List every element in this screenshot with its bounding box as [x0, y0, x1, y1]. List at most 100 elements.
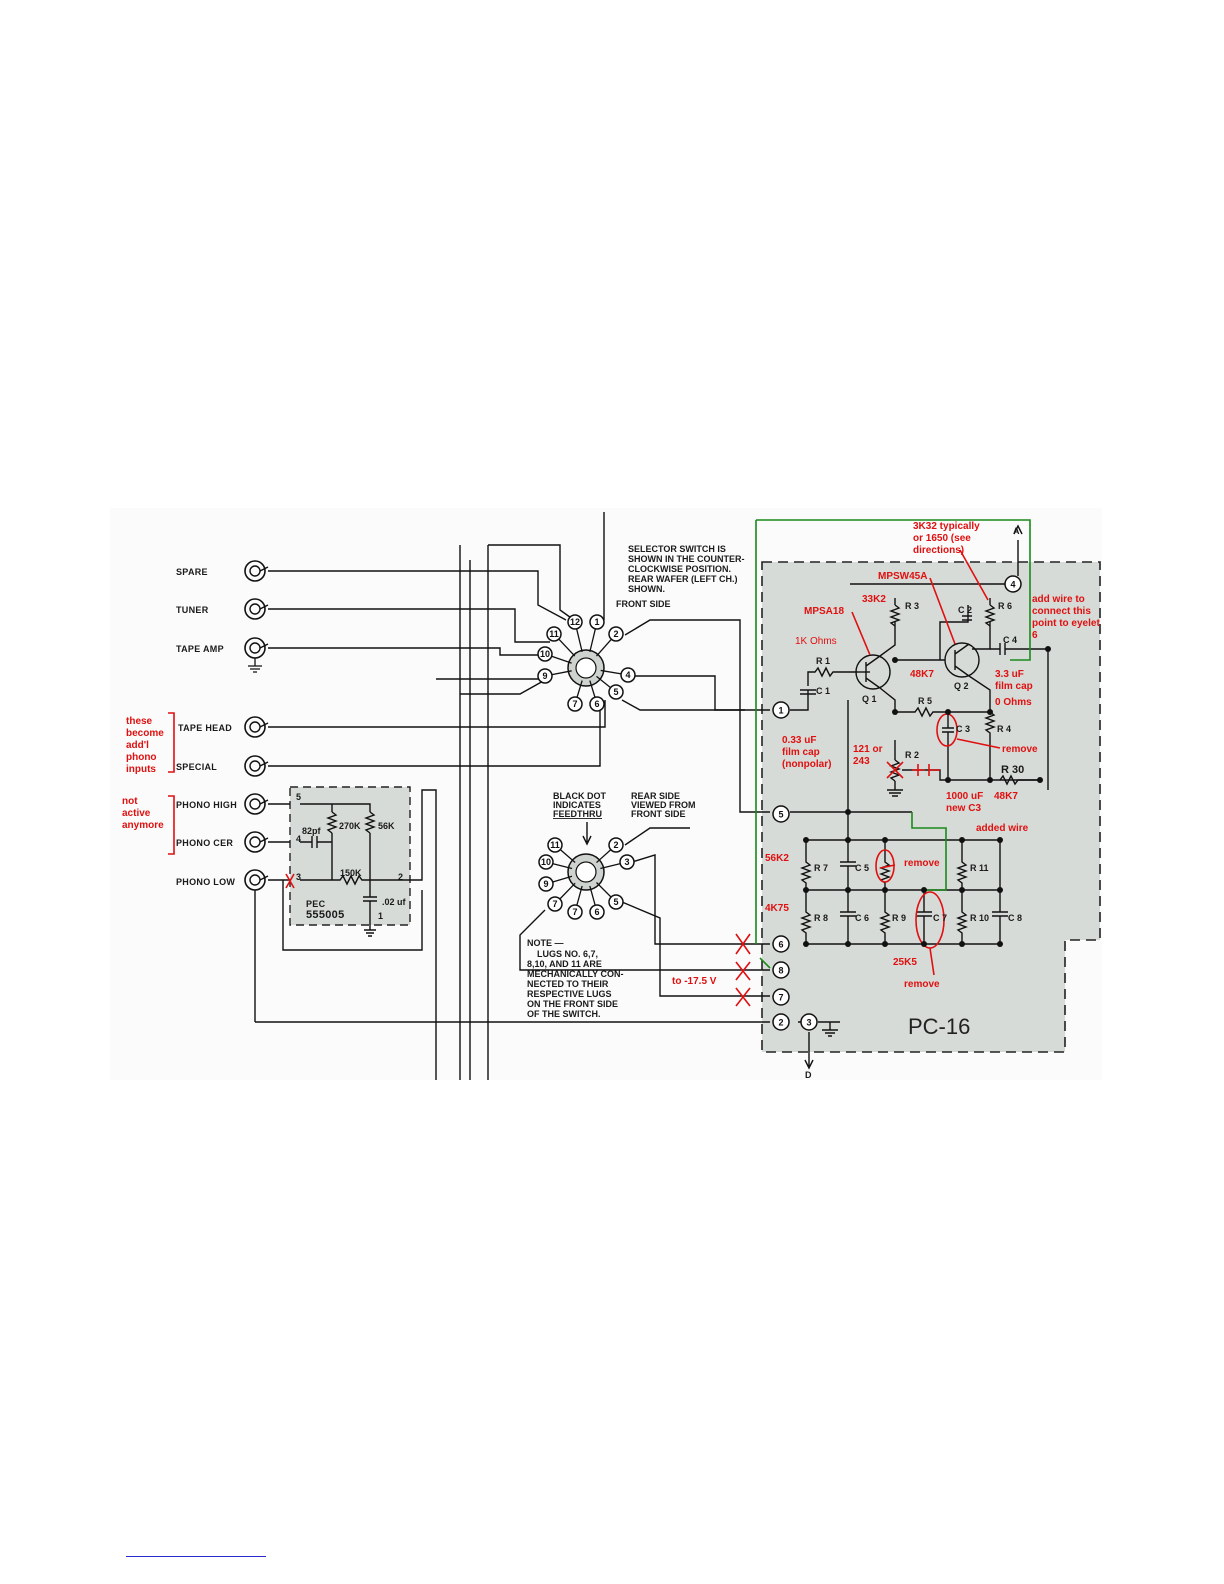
switch-lug: 10	[537, 646, 572, 664]
input-jack	[244, 831, 269, 853]
part-q2: Q 2	[954, 681, 969, 691]
black-dot-line-1: BLACK DOT	[553, 791, 606, 801]
pc16-board-area	[761, 561, 1101, 1053]
input-jack	[244, 716, 269, 738]
r6-value-line-2: or 1650 (see	[913, 533, 971, 544]
switch-lug-number: 1	[594, 617, 599, 627]
board-eyelet-number: 5	[778, 810, 783, 820]
pec-network-box	[289, 786, 411, 926]
r4-value: 0 Ohms	[995, 697, 1032, 708]
rear-side-line-1: REAR SIDE	[631, 791, 680, 801]
pec-pin-2: 2	[398, 872, 403, 882]
board-eyelet: 7	[772, 988, 790, 1006]
switch-lug: 12	[567, 614, 583, 653]
switch-lug: 7	[547, 882, 576, 912]
board-eyelet: 2	[772, 1013, 790, 1031]
pec-pin-3: 3	[296, 872, 301, 882]
pec-internal-wiring	[300, 803, 410, 937]
c1-value-line-1: 0.33 uF	[782, 735, 816, 746]
input-jack	[244, 637, 269, 673]
r7-value: 56K2	[765, 853, 789, 864]
switch-lug-number: 10	[540, 649, 550, 659]
lugs-note-line-7: ON THE FRONT SIDE	[527, 999, 618, 1009]
switch-lug-number: 2	[613, 840, 618, 850]
input-labels: SPARE TUNER TAPE AMP TAPE HEAD SPECIAL P…	[176, 567, 237, 887]
pec-150k: 150K	[340, 868, 362, 878]
input-label-phono-high: PHONO HIGH	[176, 800, 237, 810]
switch-lug-number: 2	[613, 629, 618, 639]
switch-lug: 7	[567, 885, 583, 920]
pec-part: PEC	[306, 899, 326, 909]
switch-lug: 2	[596, 837, 624, 864]
pec-82pf: 82pf	[302, 826, 322, 836]
board-eyelet-number: 3	[806, 1018, 811, 1028]
switch-lug-number: 7	[552, 899, 557, 909]
remove-c3: remove	[1002, 744, 1038, 755]
pec-number: 555005	[306, 909, 345, 921]
footer-link-underline[interactable]	[126, 1556, 266, 1557]
selector-note-line-1: SELECTOR SWITCH IS	[628, 544, 726, 554]
part-q1: Q 1	[862, 694, 877, 704]
add-wire-line-2: connect this	[1032, 606, 1091, 617]
switch-lug-number: 12	[570, 617, 580, 627]
r2-value-line-2: 243	[853, 756, 870, 767]
r8-value: 4K75	[765, 903, 789, 914]
r30-value: 48K7	[994, 791, 1018, 802]
part-c6: C 6	[855, 913, 869, 923]
part-c3: C 3	[956, 724, 970, 734]
phono-note-line-5: inputs	[126, 764, 156, 775]
board-eyelet-number: 6	[778, 940, 783, 950]
remove-c5: remove	[904, 858, 940, 869]
part-r3: R 3	[905, 601, 919, 611]
junction-dots	[803, 646, 1051, 947]
board-eyelet: 4	[1004, 575, 1022, 593]
input-label-phono-low: PHONO LOW	[176, 877, 235, 887]
switch-lug-number: 6	[594, 699, 599, 709]
board-eyelet: 3	[800, 1013, 818, 1031]
part-r8: R 8	[814, 913, 828, 923]
part-c4: C 4	[1003, 635, 1017, 645]
pec-pin-5: 5	[296, 792, 301, 802]
switch-lug: 6	[589, 885, 605, 920]
switch-lug: 3	[600, 854, 635, 870]
part-r2: R 2	[905, 750, 919, 760]
lugs-note-line-6: RESPECTIVE LUGS	[527, 989, 612, 999]
pec-270k: 270K	[339, 821, 361, 831]
input-jacks	[244, 560, 269, 891]
lugs-note-line-1: NOTE —	[527, 938, 564, 948]
c4-value-line-1: 3.3 uF	[995, 669, 1024, 680]
switch-lug-number: 5	[613, 687, 618, 697]
switch-lug: 9	[538, 875, 573, 892]
input-label-tape-head: TAPE HEAD	[178, 723, 232, 733]
part-r6: R 6	[998, 601, 1012, 611]
black-dot-line-2: INDICATES	[553, 800, 601, 810]
switch-lug: 2	[596, 626, 624, 657]
switch-lug: 4	[600, 667, 636, 683]
switch-lug-number: 11	[549, 629, 559, 639]
input-label-phono-cer: PHONO CER	[176, 838, 233, 848]
lugs-note-line-3: 8,10, AND 11 ARE	[527, 959, 602, 969]
lugs-note-line-8: OF THE SWITCH.	[527, 1009, 601, 1019]
input-label-spare: SPARE	[176, 567, 208, 577]
switch-lug-number: 3	[624, 857, 629, 867]
board-eyelet: 5	[772, 805, 790, 823]
input-jack	[244, 755, 269, 777]
board-eyelet: 6	[772, 935, 790, 953]
feedthru-note: BLACK DOT INDICATES FEEDTHRU REAR SIDE V…	[553, 791, 696, 846]
add-wire-line-1: add wire to	[1032, 594, 1085, 605]
switch-lug-number: 10	[541, 857, 551, 867]
switch-lug: 5	[596, 675, 624, 700]
lugs-note-line-4: MECHANICALLY CON-	[527, 969, 624, 979]
phono-note-line-4: phono	[126, 752, 157, 763]
selector-note-line-2: SHOWN IN THE COUNTER-	[628, 554, 745, 564]
c4-value-line-2: film cap	[995, 681, 1033, 692]
switch-lug: 1	[589, 614, 605, 653]
board-eyelet: 1	[772, 701, 790, 719]
output-a-label: A	[1013, 526, 1020, 536]
board-eyelet-number: 7	[778, 993, 783, 1003]
selector-note-line-5: SHOWN.	[628, 584, 665, 594]
r1-value: 1K Ohms	[795, 636, 837, 647]
